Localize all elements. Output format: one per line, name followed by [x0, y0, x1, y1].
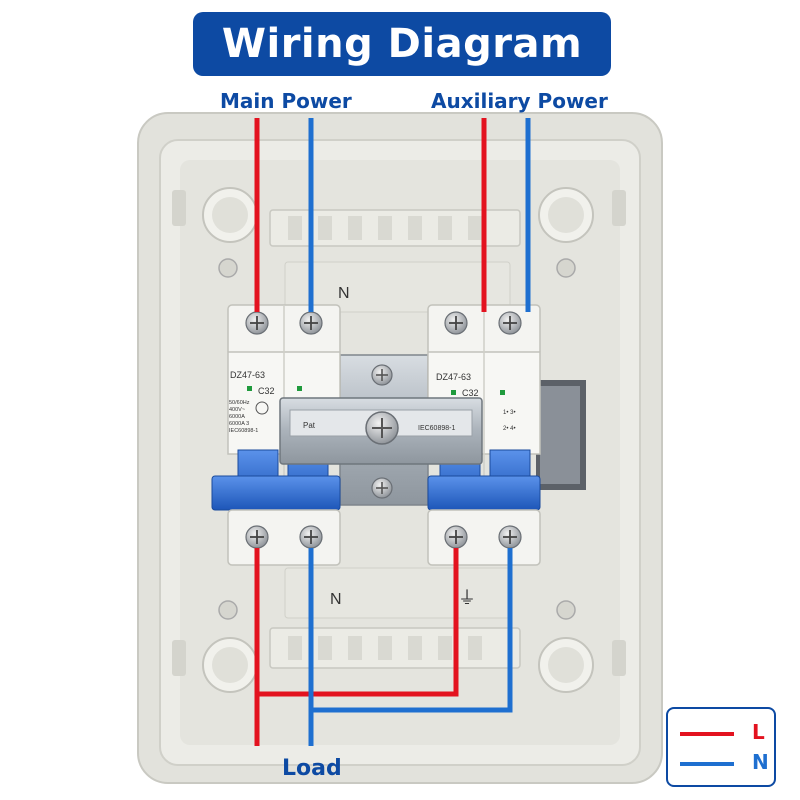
right-neutral-wire — [313, 548, 513, 713]
top-rail — [269, 209, 521, 313]
interlock-plate — [279, 397, 483, 465]
breaker-left-rating: C32 — [258, 386, 275, 396]
bottom-n-mark: N — [330, 591, 342, 608]
legend-neutral-row: N — [680, 750, 770, 774]
top-n-mark: N — [338, 285, 350, 302]
legend-live-swatch — [680, 732, 734, 736]
legend: L N — [666, 707, 776, 787]
main-power-label: Main Power — [220, 89, 352, 113]
breaker-left-spec-4: IEC60898-1 — [229, 428, 258, 434]
legend-live-label: L — [752, 720, 765, 744]
breaker-right-rating: C32 — [462, 388, 479, 398]
input-wires — [254, 118, 531, 312]
auxiliary-power-label: Auxiliary Power — [431, 89, 608, 113]
mounting-holes — [172, 187, 626, 693]
breaker-left-spec-0: 50/60Hz — [229, 400, 250, 406]
legend-live-row: L — [680, 720, 770, 744]
breaker-left-model: DZ47-63 — [230, 370, 265, 380]
right-live-wire — [259, 548, 459, 697]
certification-mark-icon — [255, 401, 269, 415]
load-wires — [254, 548, 513, 746]
page-title: Wiring Diagram — [221, 21, 583, 67]
interlock-standard: IEC60898-1 — [418, 425, 455, 432]
svg-text:1• 3•: 1• 3• — [503, 410, 516, 416]
breaker-left-spec-1: 400V~ — [229, 407, 245, 413]
legend-neutral-label: N — [752, 750, 769, 774]
load-label: Load — [282, 756, 342, 781]
breaker-left-spec-3: 6000A 3 — [229, 421, 249, 427]
bottom-rail — [269, 567, 521, 669]
ground-symbol-icon: ⏚ — [458, 588, 476, 608]
screw-icon — [245, 311, 522, 549]
title-banner: Wiring Diagram — [193, 12, 611, 76]
interlock-brand: Pat — [303, 421, 316, 430]
breaker-left-spec-2: 6000A — [229, 414, 245, 420]
legend-neutral-swatch — [680, 762, 734, 766]
svg-text:2• 4•: 2• 4• — [503, 426, 516, 432]
breaker-right-model: DZ47-63 — [436, 372, 471, 382]
bracket-screws — [371, 364, 393, 499]
